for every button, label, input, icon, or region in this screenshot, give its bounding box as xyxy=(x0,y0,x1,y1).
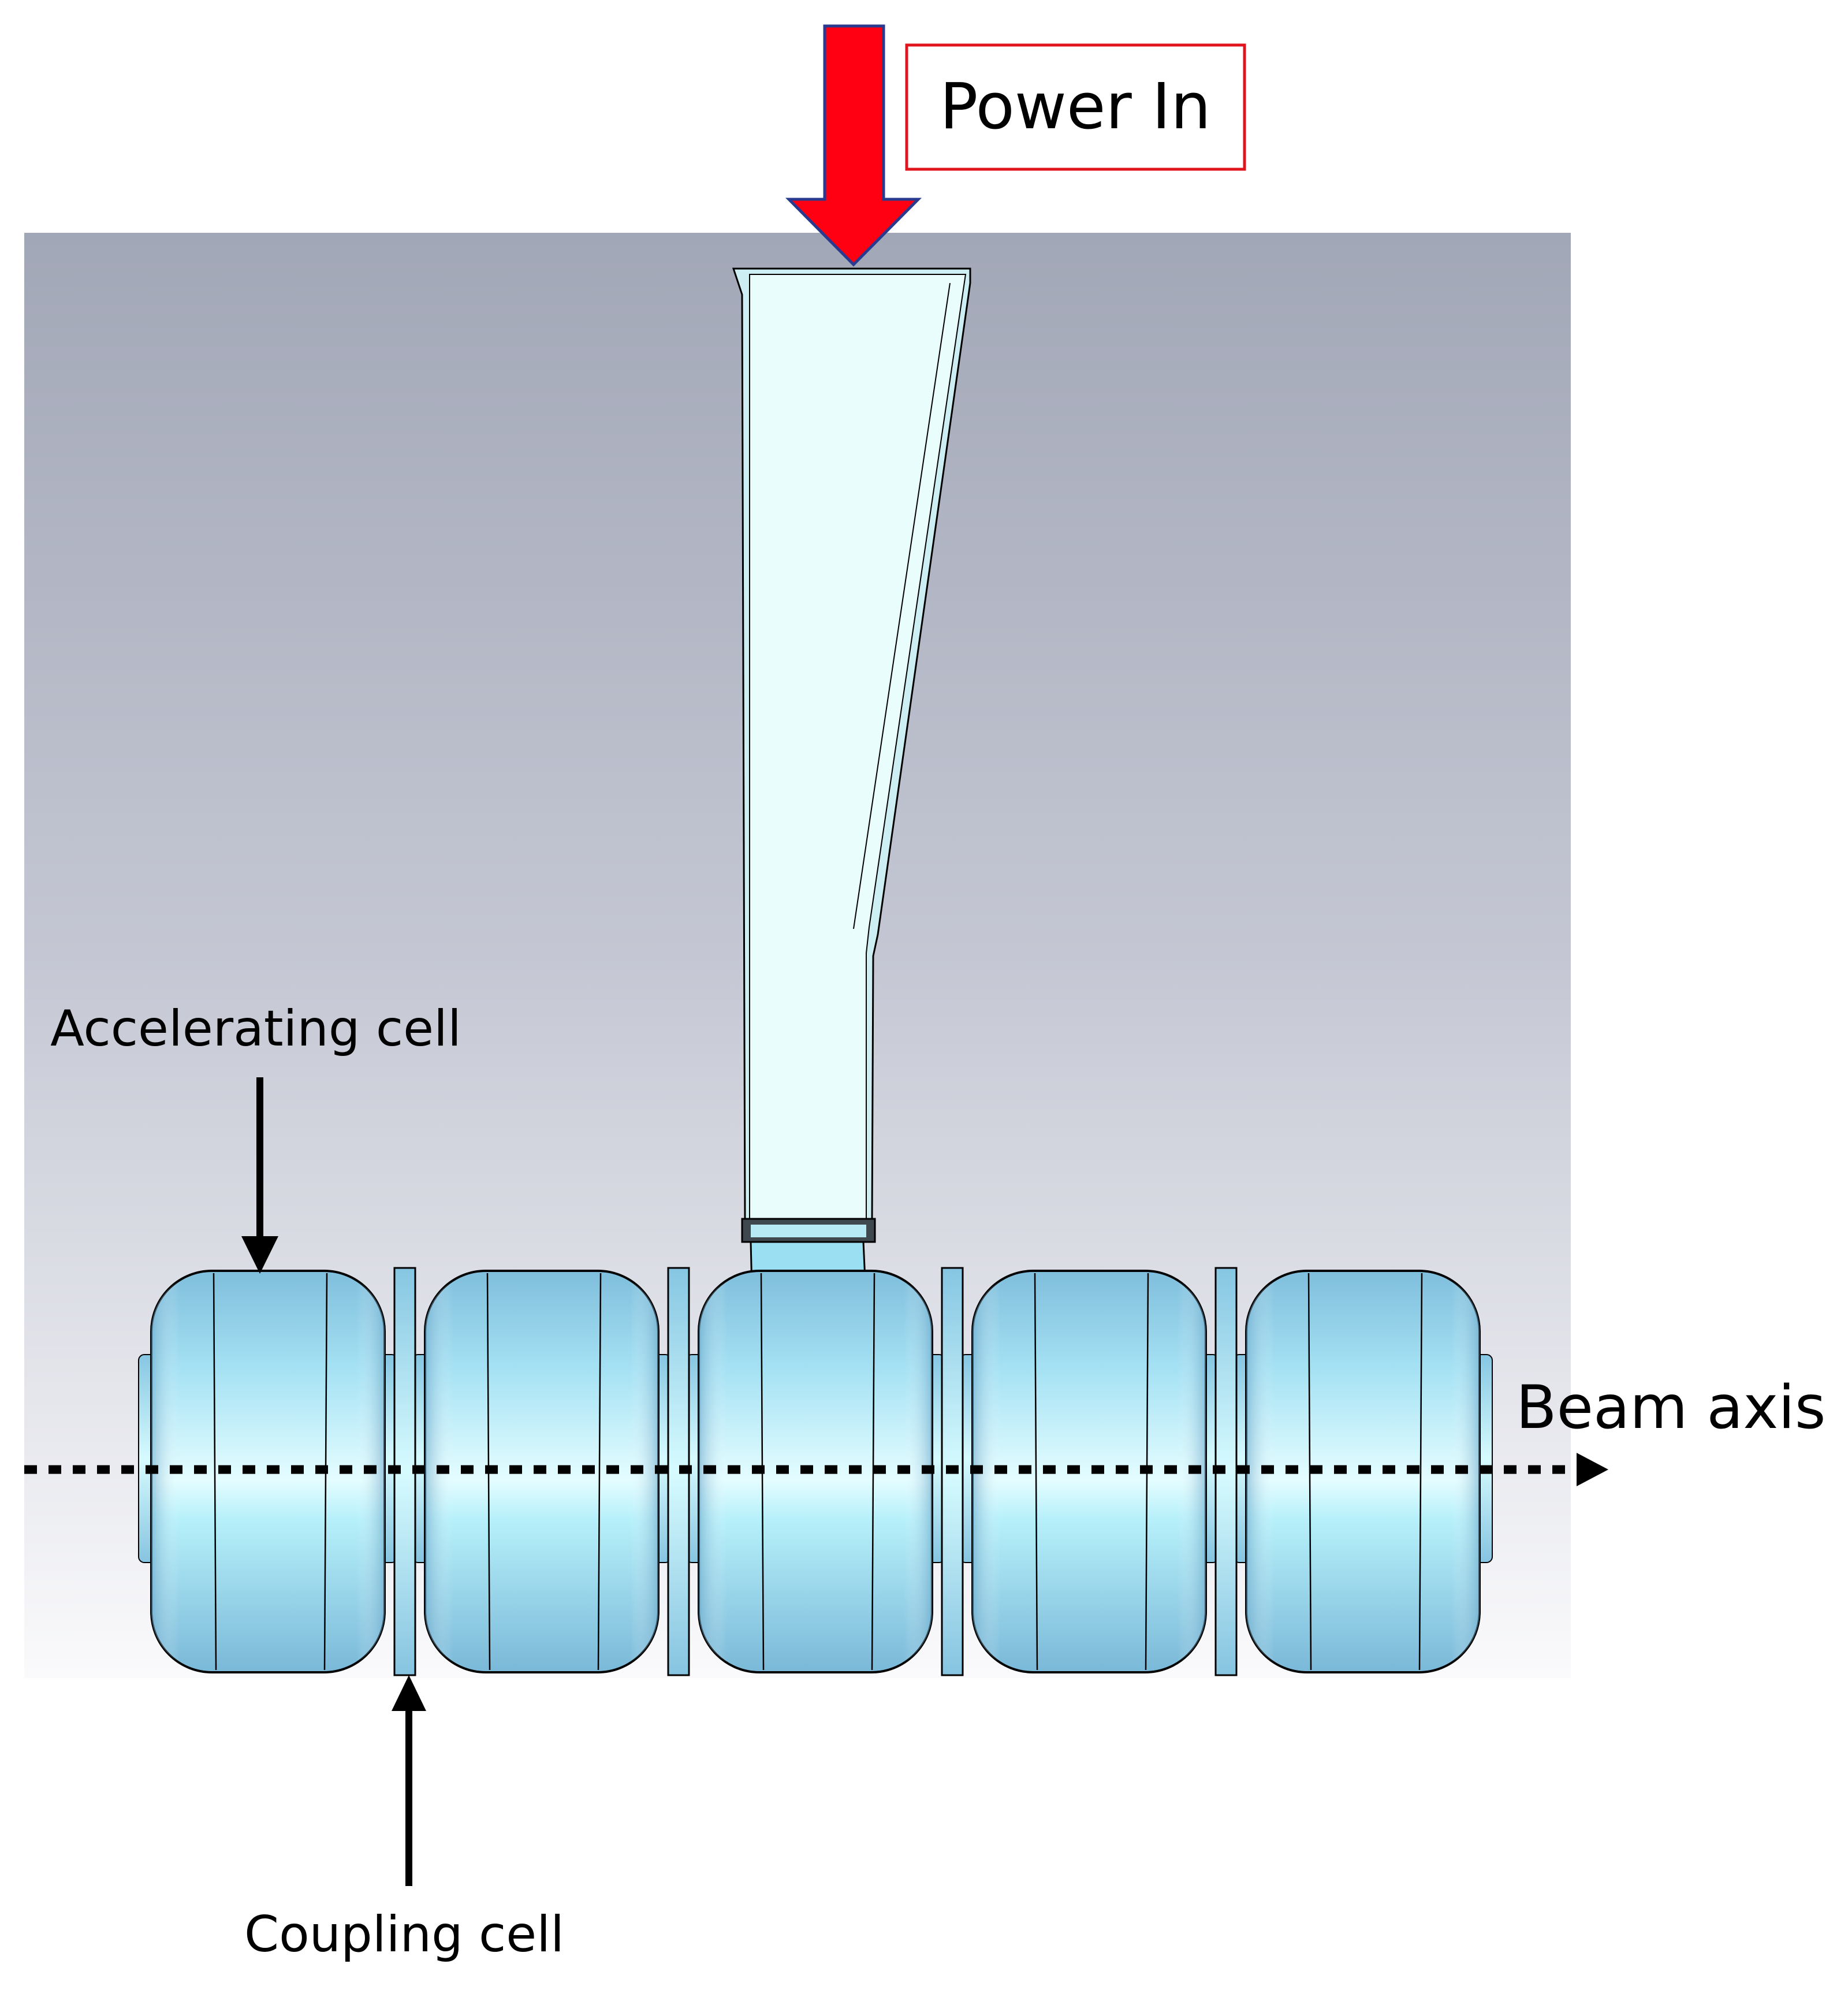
accelerating-cell xyxy=(685,1270,945,1673)
accelerating-cell xyxy=(959,1270,1219,1673)
accelerating-cell-arrowhead xyxy=(241,1236,278,1274)
cell-seam xyxy=(597,1273,602,1671)
power-in-arrow xyxy=(785,24,922,267)
power-in-label: Power In xyxy=(940,69,1211,143)
cell-seam xyxy=(1418,1273,1423,1671)
coupling-cell-label: Coupling cell xyxy=(244,1906,564,1963)
waveguide xyxy=(732,267,971,1290)
cell-seam xyxy=(1034,1273,1038,1671)
beam-axis-label: Beam axis xyxy=(1516,1373,1826,1442)
power-in-box xyxy=(905,43,1246,171)
accelerating-cell-label: Accelerating cell xyxy=(50,1000,461,1058)
beam-axis-arrowhead xyxy=(1577,1453,1608,1486)
cell-seam xyxy=(213,1273,217,1671)
coupling-cell-arrowhead xyxy=(392,1675,426,1711)
